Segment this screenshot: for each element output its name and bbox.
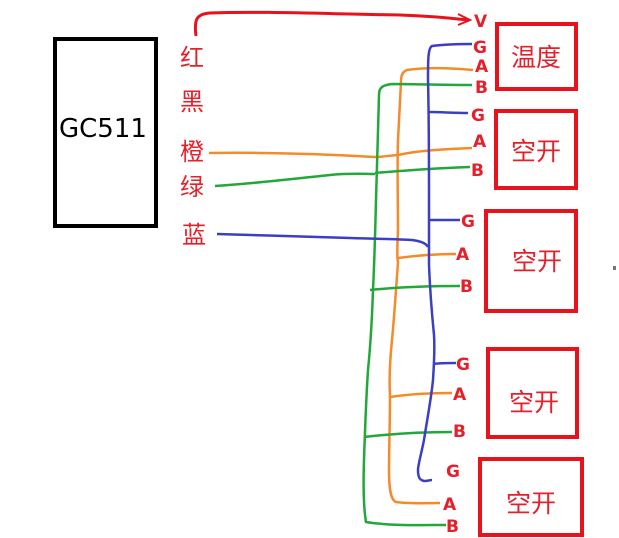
device-1-label: 温度 xyxy=(511,43,561,72)
orange-wire xyxy=(208,66,474,505)
device-4-pin-g: G xyxy=(456,355,470,375)
wire-label-green: 绿 xyxy=(180,173,204,201)
wire-label-black: 黑 xyxy=(180,88,204,116)
power-pin-label: V xyxy=(474,12,488,32)
wire-label-orange: 橙 xyxy=(180,138,204,166)
device-3-pin-a: A xyxy=(456,245,470,265)
controller-box xyxy=(53,37,158,228)
device-4-pin-a: A xyxy=(453,385,467,405)
device-1-pin-a: A xyxy=(475,57,489,77)
device-5-pin-g: G xyxy=(446,462,460,482)
wire-label-red: 红 xyxy=(180,44,204,72)
device-3-pin-b: B xyxy=(460,277,473,297)
device-5-label: 空开 xyxy=(506,489,556,518)
device-box-3 xyxy=(484,209,578,313)
device-box-1 xyxy=(495,22,578,91)
device-2-pin-a: A xyxy=(473,132,487,152)
device-box-2 xyxy=(494,109,578,190)
device-4-pin-b: B xyxy=(453,422,466,442)
device-4-label: 空开 xyxy=(509,388,559,417)
device-2-pin-g: G xyxy=(471,106,485,126)
device-5-pin-b: B xyxy=(446,517,459,537)
device-box-4 xyxy=(486,347,579,439)
red-wire-arrow xyxy=(457,13,473,26)
blue-wire xyxy=(216,42,473,483)
device-box-5 xyxy=(478,457,584,537)
controller-label: GC511 xyxy=(59,114,147,144)
wire-label-blue: 蓝 xyxy=(182,221,206,249)
red-wire xyxy=(193,10,469,37)
device-3-label: 空开 xyxy=(512,247,562,276)
device-2-pin-b: B xyxy=(471,161,484,181)
device-2-label: 空开 xyxy=(511,137,561,166)
device-1-pin-g: G xyxy=(473,38,487,58)
green-wire xyxy=(214,82,473,527)
device-5-pin-a: A xyxy=(443,495,457,515)
device-1-pin-b: B xyxy=(475,78,488,98)
device-3-pin-g: G xyxy=(461,212,475,232)
edge-mark xyxy=(613,266,616,270)
